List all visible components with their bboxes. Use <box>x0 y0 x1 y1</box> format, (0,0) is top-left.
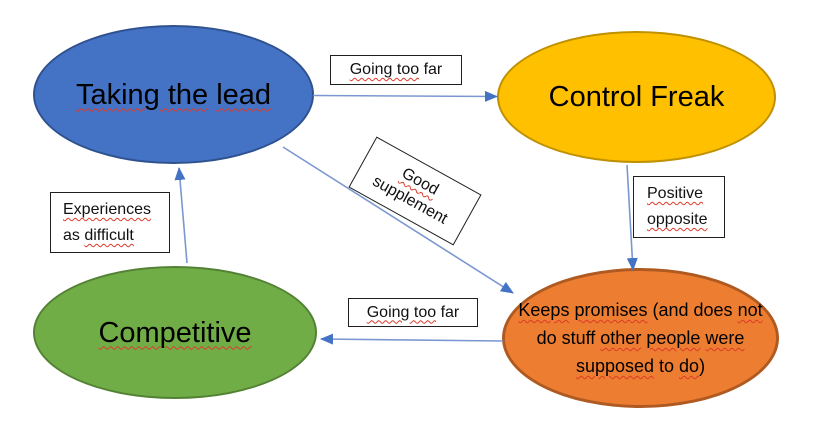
node-label-line: do stuff other people were <box>536 328 745 348</box>
edge-label-line: Positive <box>647 185 704 202</box>
edge-label-good-supplement: Good supplement <box>348 136 482 246</box>
edge-label-positive-opposite: Positive opposite <box>633 176 725 238</box>
edge-label-line: opposite <box>647 211 708 228</box>
node-label: Keeps promises (and does not do stuff ot… <box>518 296 762 380</box>
edge-label-going-too-far-bottom: Going too far <box>348 298 478 327</box>
node-keeps-promises: Keeps promises (and does not do stuff ot… <box>502 268 779 408</box>
edge-label-line: as difficult <box>63 227 134 244</box>
node-taking-the-lead: Taking the lead <box>33 25 314 164</box>
node-competitive: Competitive <box>33 266 317 399</box>
node-label: Competitive <box>98 316 252 349</box>
edge-label-text: Going too far <box>366 303 460 321</box>
node-label-line: supposed to do) <box>575 356 706 376</box>
node-label: Taking the lead <box>75 78 272 111</box>
edge-label-experiences-as-difficult: Experiences as difficult <box>50 192 170 253</box>
arrow-keeps-to-competitive <box>320 333 504 345</box>
arrow-competitive-to-taking <box>174 167 188 264</box>
edge-label-text: Going too far <box>349 61 443 78</box>
edge-label-going-too-far-top: Going too far <box>330 55 462 85</box>
arrow-taking-to-control <box>312 90 498 102</box>
node-label-line: Keeps promises (and does not <box>518 300 763 320</box>
node-label: Control Freak <box>548 81 725 113</box>
node-control-freak: Control Freak <box>497 31 776 163</box>
edge-label-line: Experiences <box>63 201 152 218</box>
